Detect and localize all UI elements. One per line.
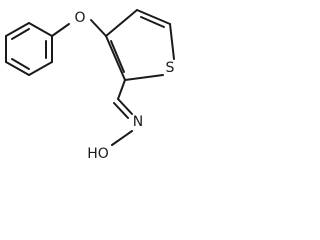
bond xyxy=(5,61,30,76)
bond xyxy=(113,102,129,119)
bond xyxy=(51,23,70,37)
bond xyxy=(28,61,53,76)
bond xyxy=(90,19,107,37)
oxygen-ether-label: O xyxy=(74,10,85,26)
chemical-structure-diagram: O S N HO xyxy=(5,9,175,162)
bond xyxy=(169,23,175,60)
hydroxyl-label: HO xyxy=(87,146,109,162)
bond xyxy=(5,22,30,37)
bond xyxy=(11,58,30,70)
bond xyxy=(140,16,165,28)
nitrogen-label: N xyxy=(133,114,143,130)
bond xyxy=(117,98,133,115)
bond xyxy=(11,28,30,40)
bond xyxy=(124,74,164,81)
bond xyxy=(111,130,133,146)
thiophene-ring xyxy=(105,9,175,81)
bond xyxy=(105,9,138,37)
bond xyxy=(117,79,126,100)
phenyl-ring xyxy=(5,22,53,76)
bond xyxy=(105,35,126,81)
bond xyxy=(136,9,171,25)
bond xyxy=(110,40,125,73)
bond xyxy=(28,22,53,37)
sulfur-label: S xyxy=(166,60,175,76)
